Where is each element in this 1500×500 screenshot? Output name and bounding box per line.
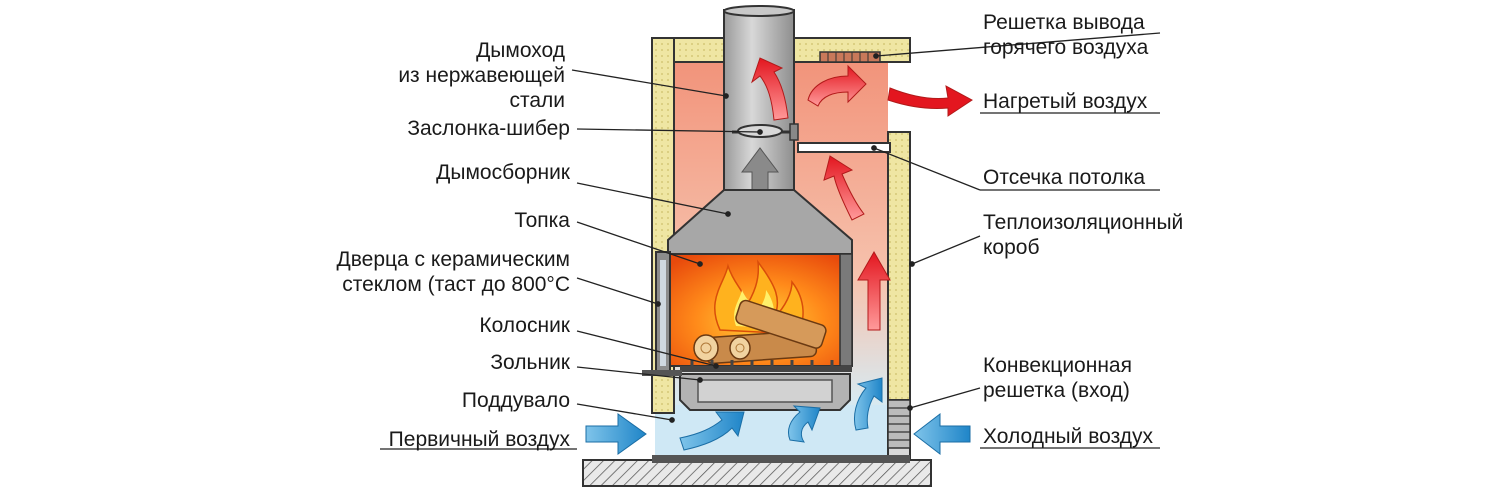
logs — [693, 299, 827, 365]
label-heated-air: Нагретый воздух — [983, 90, 1148, 113]
cold-air-zone — [655, 405, 888, 460]
label-insulation-box: Теплоизоляционный короб — [983, 211, 1184, 259]
floor-base — [582, 459, 932, 487]
label-chimney: Дымоход из нержавеющей стали — [398, 39, 565, 112]
cold-air-arrows — [585, 377, 971, 456]
label-smoke-collector: Дымосборник — [436, 161, 570, 184]
label-firebox: Топка — [514, 209, 570, 232]
ceiling-cutoff — [797, 142, 891, 153]
leader-lines — [380, 32, 1161, 450]
insulation-right-wall — [887, 131, 911, 401]
hot-air-grille — [819, 51, 881, 63]
hot-air-arrows — [751, 57, 891, 331]
label-ceiling-cutoff: Отсечка потолка — [983, 166, 1146, 189]
label-blower: Поддувало — [461, 389, 570, 412]
label-hot-air-grille: Решетка вывода горячего воздуха — [983, 11, 1149, 59]
base-plinth — [652, 455, 910, 463]
label-convection-grille: Конвекционная решетка (вход) — [983, 354, 1132, 402]
label-cold-air: Холодный воздух — [983, 425, 1153, 448]
label-grate: Колосник — [479, 314, 570, 337]
label-damper: Заслонка-шибер — [407, 117, 570, 140]
label-door: Дверца с керамическим стеклом (таст до 8… — [336, 248, 570, 296]
label-ash-pan: Зольник — [490, 351, 570, 374]
heated-air-arrow — [887, 85, 973, 117]
grate — [680, 360, 852, 372]
label-primary-air: Первичный воздух — [388, 428, 570, 451]
